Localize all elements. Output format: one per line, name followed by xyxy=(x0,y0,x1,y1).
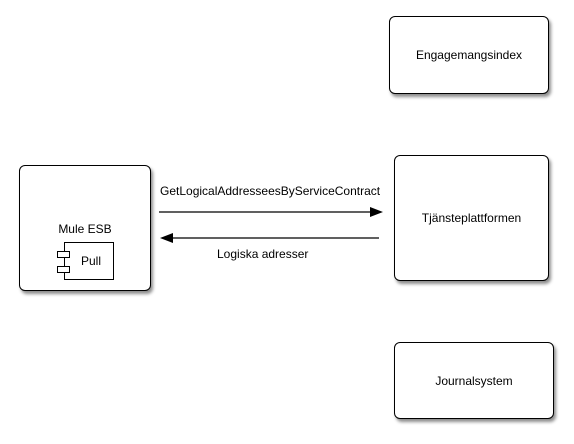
pull-component-label: Pull xyxy=(80,254,101,268)
mule-esb-box: Mule ESB Pull xyxy=(19,165,151,291)
pull-component: Pull xyxy=(64,242,114,280)
request-edge-label: GetLogicalAddresseesByServiceContract xyxy=(160,184,381,198)
journalsystem-label: Journalsystem xyxy=(435,373,513,388)
tjansteplattformen-box: Tjänsteplattformen xyxy=(394,155,549,281)
mule-esb-label: Mule ESB xyxy=(58,222,112,236)
tjansteplattformen-label: Tjänsteplattformen xyxy=(421,211,522,225)
request-arrow xyxy=(159,207,383,217)
component-tab-top-icon xyxy=(57,251,70,258)
engagemangsindex-label: Engagemangsindex xyxy=(415,48,523,62)
response-edge-label: Logiska adresser xyxy=(217,247,309,261)
component-tab-bottom-icon xyxy=(57,266,70,273)
engagemangsindex-box: Engagemangsindex xyxy=(389,16,549,94)
journalsystem-box: Journalsystem xyxy=(394,342,554,419)
response-arrow xyxy=(160,233,379,243)
